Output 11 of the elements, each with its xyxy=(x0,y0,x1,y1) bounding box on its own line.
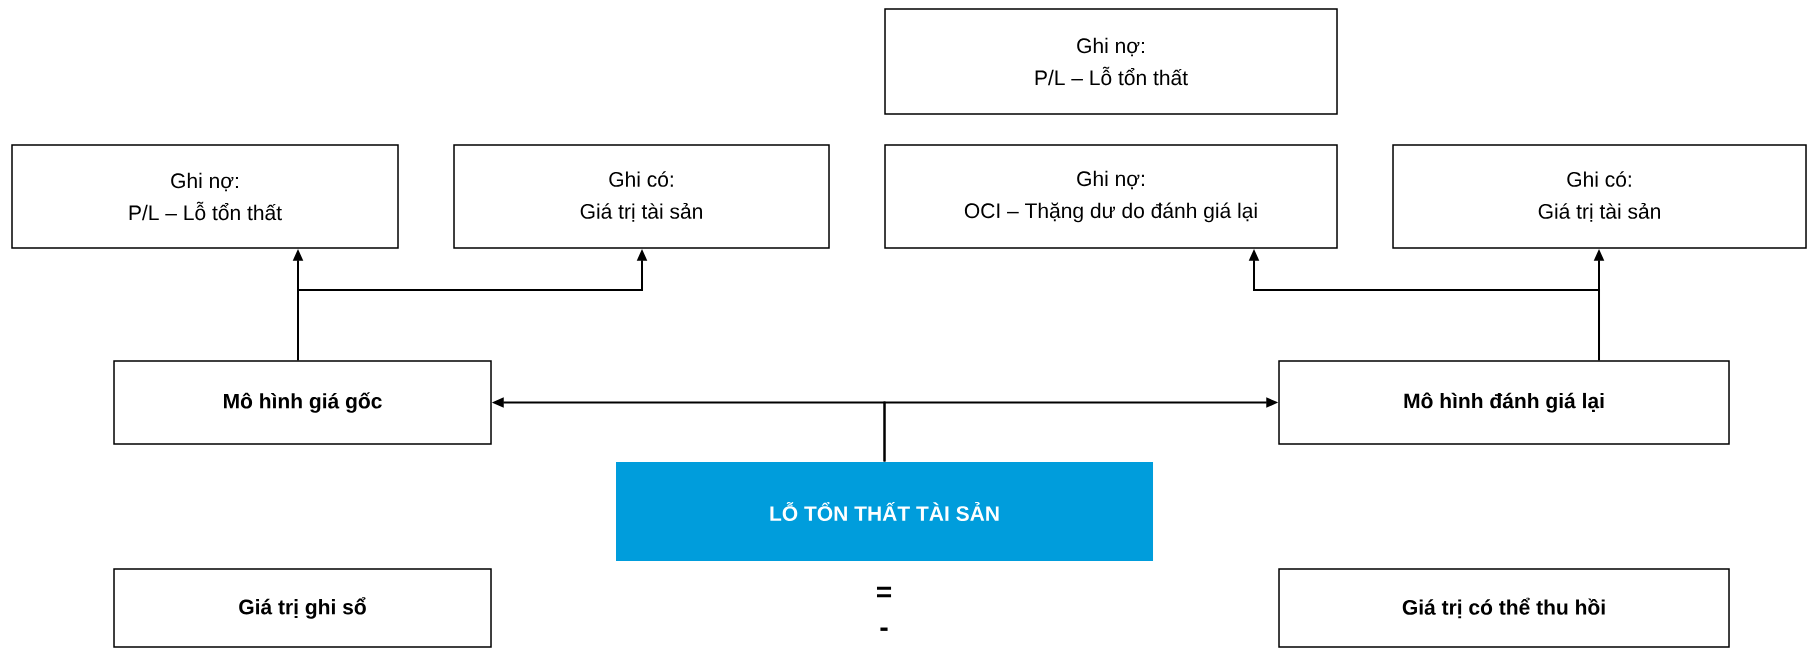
entry-box: Ghi có: Giá trị tài sản xyxy=(1392,144,1807,249)
operator-symbol: - xyxy=(880,627,888,631)
entry-box: Ghi nợ: OCI – Thặng dư do đánh giá lại xyxy=(884,144,1338,249)
model-box: Mô hình đánh giá lại xyxy=(1278,360,1730,445)
entry-box: Ghi có: Giá trị tài sản xyxy=(453,144,830,249)
model-box: Mô hình giá gốc xyxy=(113,360,492,445)
highlight-box: LỖ TỔN THẤT TÀI SẢN xyxy=(616,462,1153,561)
model-box: Giá trị ghi sổ xyxy=(113,568,492,648)
entry-box: Ghi nợ: P/L – Lỗ tổn thất xyxy=(11,144,399,249)
entry-box: Ghi nợ: P/L – Lỗ tổn thất xyxy=(884,8,1338,115)
model-box: Giá trị có thể thu hồi xyxy=(1278,568,1730,648)
